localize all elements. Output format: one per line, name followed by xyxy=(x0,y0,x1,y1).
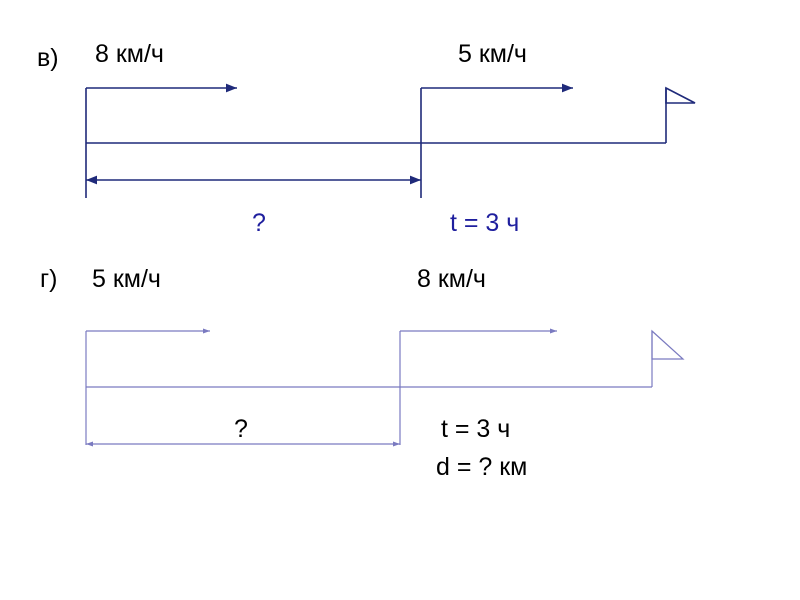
v-part-label: в) xyxy=(37,44,59,72)
g-unknown-distance-label: ? xyxy=(234,415,248,443)
g-speed-left-label: 5 км/ч xyxy=(92,265,161,293)
diagram-g xyxy=(85,328,685,447)
g-speed-right-label: 8 км/ч xyxy=(417,265,486,293)
diagram-v xyxy=(85,83,696,198)
v-finish-flag-icon xyxy=(665,86,696,104)
v-speed-right-label: 5 км/ч xyxy=(458,40,527,68)
g-time-label: t = 3 ч xyxy=(441,415,511,443)
v-speed-left-label: 8 км/ч xyxy=(95,40,164,68)
g-finish-flag-icon xyxy=(651,329,685,360)
v-unknown-distance-label: ? xyxy=(252,209,266,237)
g-part-label: г) xyxy=(40,265,58,293)
v-time-label: t = 3 ч xyxy=(450,209,520,237)
g-distance-label: d = ? км xyxy=(436,453,528,481)
